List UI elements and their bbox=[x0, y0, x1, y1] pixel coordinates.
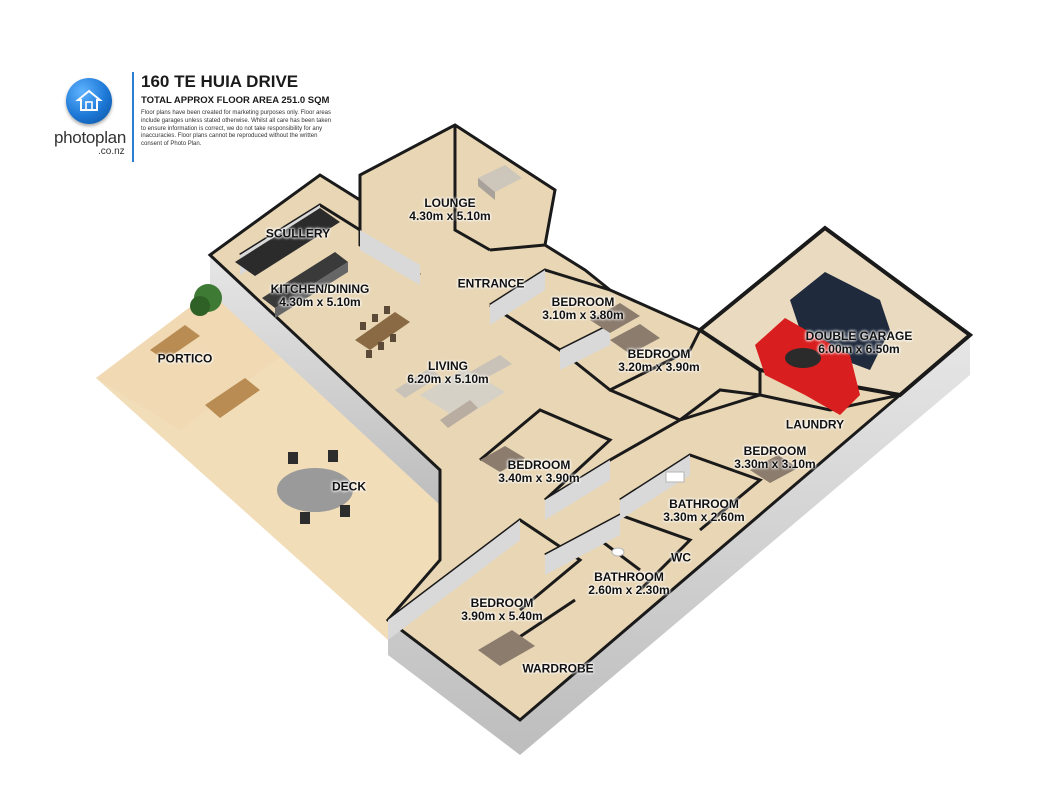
header-divider bbox=[132, 72, 134, 162]
exterior-wall-south bbox=[210, 255, 440, 505]
room-label-entrance: ENTRANCE bbox=[457, 276, 525, 291]
logo-wordmark: photoplan bbox=[54, 128, 126, 147]
room-label-deck: DECK bbox=[331, 479, 367, 494]
interior-wall-faces bbox=[240, 205, 690, 640]
disclaimer: Floor plans have been created for market… bbox=[141, 110, 332, 148]
garage-vehicles bbox=[755, 272, 890, 415]
logo bbox=[66, 78, 112, 124]
room-label-portico: PORTICO bbox=[157, 351, 213, 366]
portico-surface bbox=[96, 292, 290, 430]
room-label-wc: WC bbox=[671, 550, 691, 565]
kitchen-cabinets bbox=[235, 208, 348, 318]
beds bbox=[478, 303, 798, 666]
lounge-sofa bbox=[478, 165, 522, 200]
house-icon bbox=[75, 89, 103, 111]
living-furniture bbox=[395, 355, 512, 428]
room-label-wardrobe: WARDROBE bbox=[522, 661, 594, 676]
property-title: 160 TE HUIA DRIVE bbox=[141, 72, 299, 91]
room-label-scullery: SCULLERY bbox=[265, 226, 331, 241]
deck-furniture bbox=[150, 284, 353, 524]
room-label-laundry: LAUNDRY bbox=[785, 417, 845, 432]
floor-area: TOTAL APPROX FLOOR AREA 251.0 SQM bbox=[141, 95, 330, 106]
bathroom-fixtures bbox=[611, 471, 685, 557]
dining-table bbox=[355, 306, 410, 358]
header: photoplan .co.nz 160 TE HUIA DRIVE TOTAL… bbox=[0, 0, 1055, 170]
logo-domain: .co.nz bbox=[98, 146, 125, 157]
